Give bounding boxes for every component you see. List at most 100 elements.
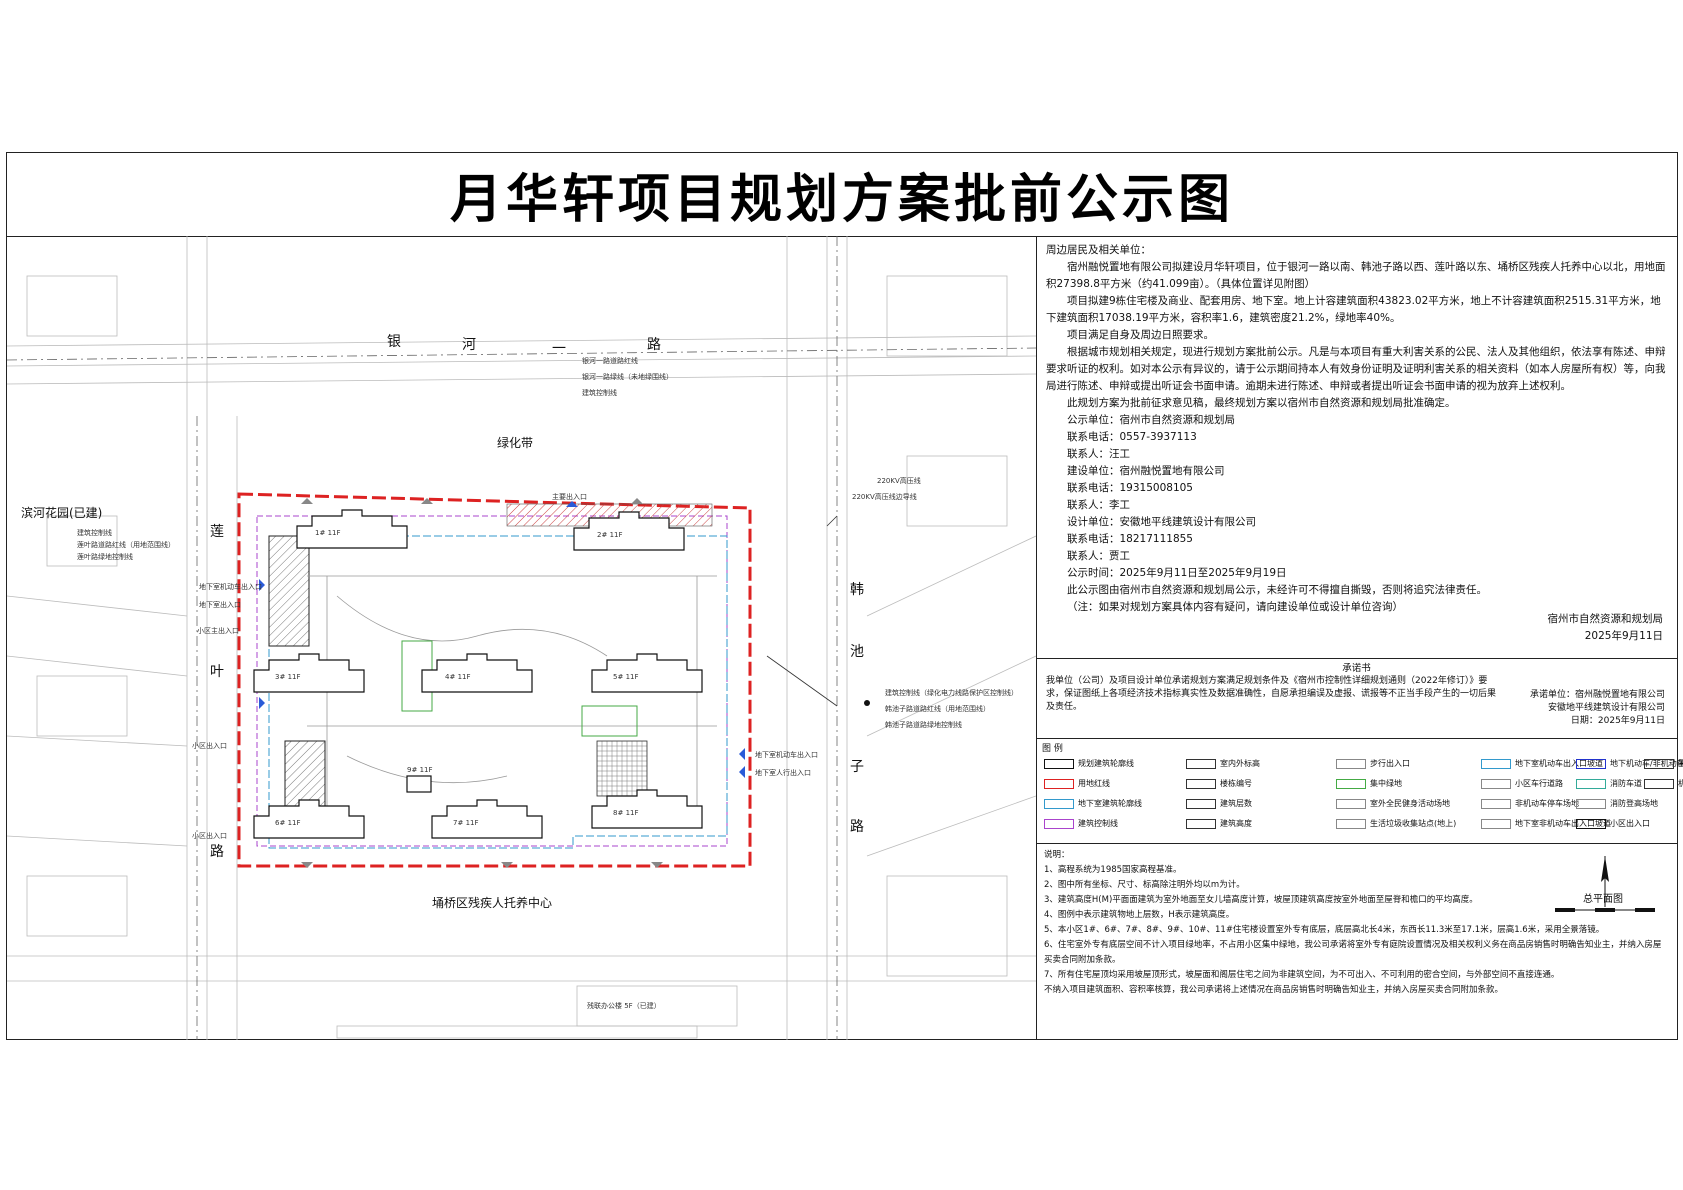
legend-item: 用地红线 (1044, 775, 1110, 792)
legend-label: 消防登高场地 (1610, 799, 1658, 808)
legend-label: 楼栋编号 (1220, 779, 1252, 788)
building-4 (421, 653, 533, 693)
note-line: 3、建筑高度H(M)平面面建筑为室外地面至女儿墙高度计算，坡屋顶建筑高度按室外地… (1044, 895, 1478, 905)
legend-swatch (1481, 818, 1511, 829)
entrance-markers (259, 501, 745, 778)
note-line: 4、图例中表示建筑物地上层数，H表示建筑高度。 (1044, 910, 1235, 920)
legend-item: 非机动车停车场地 (1481, 795, 1579, 812)
bldg-id: 4# (445, 673, 456, 681)
line-220kv-edge: 220KV高压线边导线 (852, 493, 917, 501)
basement-outline (268, 535, 728, 849)
neighbor-south-label: 埇桥区残疾人托养中心 (432, 896, 553, 910)
legend-label: 地下室机动车出入口坡道 (1515, 759, 1603, 768)
entrance-label-6: 地下室人行出入口 (755, 769, 811, 777)
entrance-label-5: 地下室机动车出入口 (755, 751, 818, 759)
legend-swatch (1044, 798, 1074, 809)
promise-sig-1: 承诺单位：宿州融悦置地有限公司 (1529, 690, 1665, 700)
compass-label: 总平面图 (1583, 894, 1623, 905)
legend-item: 消防登高场地 (1576, 795, 1658, 812)
bldg-4-label: 4# 11F (445, 673, 471, 681)
legend-swatch (1576, 818, 1606, 829)
bldg-floors: 11F (465, 819, 479, 827)
legend-swatch (1481, 758, 1511, 769)
bldg-3-label: 3# 11F (275, 673, 301, 681)
legend-label: 生活垃圾收集站点(地上) (1370, 819, 1457, 828)
entrance-label-1: 地下室机动车出入口 (199, 583, 262, 591)
bldg-2-label: 2# 11F (597, 531, 623, 539)
building-8 (591, 789, 703, 829)
legend-label: 规划建筑轮廓线 (1078, 759, 1134, 768)
north-compass: 总平面图 (1545, 852, 1665, 932)
legend-item: 室外全民健身活动场地 (1336, 795, 1450, 812)
bldg-floors: 11F (327, 529, 341, 537)
bottom-building-label: 残联办公楼 5F（已建） (587, 1002, 661, 1010)
legend-label: 非机动车停车场地 (1515, 799, 1579, 808)
legend-heading: 图 例 (1042, 744, 1063, 754)
legend-item: 建筑层数 (1186, 795, 1252, 812)
bldg-id: 7# (453, 819, 464, 827)
bldg-floors: 11F (287, 819, 301, 827)
notice-p7: （注：如果对规划方案具体内容有疑问，请向建设单位或设计单位咨询） (1067, 601, 1403, 613)
building-9 (406, 775, 432, 793)
bldg-id: 5# (613, 673, 624, 681)
legend-swatch (1576, 778, 1606, 789)
contact-line: 联系人：贾工 (1067, 550, 1130, 562)
notice-signature-org: 宿州市自然资源和规划局 (1547, 613, 1664, 625)
bldg-1-label: 1# 11F (315, 529, 341, 537)
building-7 (431, 799, 543, 839)
legend-label: 用地红线 (1078, 779, 1110, 788)
legend-item: 地下室机动车出入口坡道 (1481, 755, 1603, 772)
notice-p4: 根据城市规划相关规定，现进行规划方案批前公示。凡是与本项目有重大利害关系的公民、… (1046, 346, 1666, 392)
building-6 (253, 799, 365, 839)
building-2 (573, 511, 685, 551)
legend-item: 围墙线 (1644, 755, 1683, 772)
legend-swatch (1576, 758, 1606, 769)
note-line: 7、所有住宅屋顶均采用坡屋顶形式，坡屋面和阁层住宅之间为非建筑空间，为不可出入、… (1044, 970, 1560, 980)
road-north-2: 河 (462, 337, 476, 353)
entrance-label-7: 小区出入口 (192, 832, 227, 840)
building-3 (253, 653, 365, 693)
legend-label: 地下机动车/非机动车出入口 (1610, 759, 1683, 768)
legend-item: 消防车道 (1576, 775, 1642, 792)
legend-item: 地下机动车/非机动车出入口 (1576, 755, 1683, 772)
legend-swatch (1336, 778, 1366, 789)
legend-label: 地下室非机动车出入口坡道 (1515, 819, 1611, 828)
road-west-1: 莲 (210, 524, 224, 540)
legend-swatch (1576, 798, 1606, 809)
contact-line: 联系电话：0557-3937113 (1067, 431, 1197, 443)
notes-section: 说明： 1、高程系统为1985国家高程基准。 2、图中所有坐标、尺寸、标高除注明… (1036, 844, 1677, 1040)
legend-swatch (1336, 758, 1366, 769)
legend-label: 小区车行道路 (1515, 779, 1563, 788)
right-panel: 周边居民及相关单位： 宿州融悦置地有限公司拟建设月华轩项目，位于银河一路以南、韩… (1036, 236, 1683, 1040)
legend-label: 地下室建筑轮廓线 (1078, 799, 1142, 808)
bldg-9-label: 9# 11F (407, 766, 433, 774)
road-west-3: 路 (210, 844, 224, 860)
site-red-line (237, 492, 752, 868)
entrance-label-3: 小区出入口 (192, 742, 227, 750)
contact-line: 公示时间：2025年9月11日至2025年9月19日 (1067, 567, 1287, 579)
road-north-3: 一 (552, 341, 566, 357)
contact-line: 设计单位：安徽地平线建筑设计有限公司 (1067, 516, 1256, 528)
bldg-floors: 11F (609, 531, 623, 539)
legend-swatch (1644, 758, 1674, 769)
line-220kv: 220KV高压线 (877, 477, 921, 485)
context-lines (7, 236, 1036, 1040)
note-line: 2、图中所有坐标、尺寸、标高除注明外均以m为计。 (1044, 880, 1245, 890)
legend-swatch (1336, 818, 1366, 829)
legend-label: 步行出入口 (1370, 759, 1410, 768)
promise-title: 承诺书 (1342, 663, 1371, 674)
legend-item: 室内外标高 (1186, 755, 1260, 772)
legend-swatch (1186, 778, 1216, 789)
promise-date: 日期：2025年9月11日 (1570, 716, 1665, 726)
legend-item: 建筑控制线 (1044, 815, 1118, 832)
legend-label: 围墙线 (1678, 759, 1683, 768)
entrance-label-4: 小区主出入口 (197, 627, 239, 635)
legend-section: 图 例 规划建筑轮廓线用地红线地下室建筑轮廓线建筑控制线 室内外标高楼栋编号建筑层… (1036, 739, 1683, 844)
note-line: 5、本小区1#、6#、7#、8#、9#、10#、11#住宅楼设置室外专有底层，底… (1044, 925, 1605, 935)
legend-swatch (1336, 798, 1366, 809)
notice-signature-date: 2025年9月11日 (1584, 630, 1663, 642)
legend-swatch (1044, 818, 1074, 829)
legend-item: 建筑高度 (1186, 815, 1252, 832)
neighbor-west-label: 滨河花园(已建) (21, 506, 103, 520)
contact-line: 建设单位：宿州融悦置地有限公司 (1067, 465, 1225, 477)
